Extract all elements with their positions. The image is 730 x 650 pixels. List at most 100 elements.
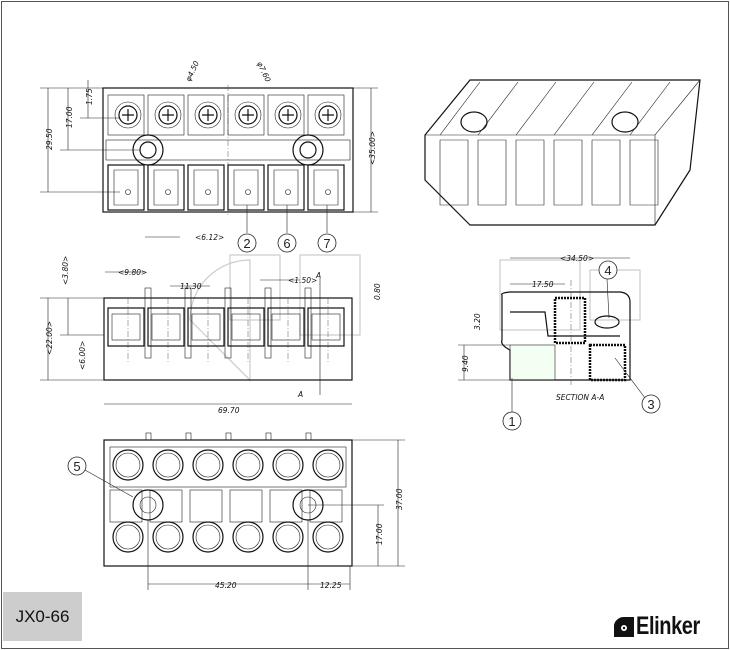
callout-3: 3 [614,357,661,414]
callout-6: 6 [277,205,297,253]
dim-top-1: 1.75 [85,88,94,105]
bottom-circle-top [232,449,264,481]
isometric-view [424,79,701,226]
wire-entry [107,307,145,347]
iso-terminal [591,81,633,206]
bottom-view [103,432,353,567]
bottom-circle-bottom-inner [115,524,141,550]
bottom-circle-top [312,449,344,481]
screw-ring [114,101,142,129]
dim-section-1: <34.50> [560,254,594,263]
dim-bottom-4: 12.25 [320,581,342,590]
terminal-hole [245,189,251,195]
front-view [103,278,353,395]
dim-top-3: 29.50 [45,128,54,150]
brand-name: Elinker [636,612,700,640]
bottom-slot [269,489,303,523]
dim-bottom-3: 45.20 [215,581,237,590]
front-divider [144,287,152,359]
bottom-pin [265,432,272,441]
wire-entry [147,307,185,347]
bottom-mounting-hole [139,496,157,514]
bottom-circle-bottom-inner [315,524,341,550]
bottom-circle-bottom [232,521,264,553]
bottom-circle-bottom-inner [235,524,261,550]
screw-cell [147,94,185,136]
dim-front-5: 0.80 [373,283,382,300]
dim-front-3: 11.30 [180,282,202,291]
bottom-circle-bottom [312,521,344,553]
dim-bottom-2: 17.00 [375,523,384,545]
dim-front-2: <3.80> [61,256,70,285]
dim-top-4: <35.00> [368,131,377,165]
bottom-circle-bottom-inner [195,524,221,550]
screw-head [318,105,338,125]
top-view [102,85,354,216]
brand-logo: Elinker [612,612,716,641]
bottom-circle-bottom [112,521,144,553]
bottom-circle-bottom [152,521,184,553]
bottom-circle-bottom [192,521,224,553]
front-divider [184,287,192,359]
screw-slot-icon [322,109,334,121]
svg-text:4: 4 [604,263,611,278]
screw-head [118,105,138,125]
screw-ring [274,101,302,129]
screw-cell [307,94,345,136]
screw-slot-icon [202,109,214,121]
callout-1: 1 [502,378,522,431]
callout-7: 7 [317,205,337,253]
model-number-label: JX0-66 [3,592,82,641]
screw-ring [154,101,182,129]
svg-text:5: 5 [73,459,80,474]
terminal-hole [165,189,171,195]
terminal-tab [193,169,219,206]
bottom-circle-bottom [272,521,304,553]
iso-terminal [553,81,595,206]
front-divider [304,287,312,359]
bottom-circle-top-inner [275,452,301,478]
iso-terminal [515,81,557,206]
callout-4: 4 [598,260,618,319]
mounting-hole-inner [299,141,317,159]
svg-text:1: 1 [508,414,515,429]
dim-section-4: 9.40 [461,355,470,372]
screw-ring [194,101,222,129]
screw-cell [187,94,225,136]
screw-cell [227,94,265,136]
iso-terminal [439,81,481,206]
bottom-pin [305,432,312,441]
svg-text:3: 3 [647,397,654,412]
wire-opening [231,313,261,341]
terminal-hole [325,189,331,195]
iso-terminal [629,81,671,206]
bottom-pin [225,432,232,441]
dim-section-3: 3.20 [473,313,482,330]
screw-ring [314,101,342,129]
dim-top-2: 17.00 [65,106,74,128]
terminal-tab [313,169,339,206]
bottom-circle-top-inner [115,452,141,478]
wire-opening [191,313,221,341]
wire-entry [307,307,345,347]
dim-section-2: 17.50 [532,280,554,289]
wire-opening [271,313,301,341]
bottom-slot [189,489,223,523]
wire-opening [311,313,341,341]
dim-front-6: <22.00> [45,321,54,355]
section-view: SECTION A-A [501,280,631,402]
bottom-circle-top-inner [235,452,261,478]
bottom-mounting-boss [132,489,164,521]
bottom-slot [309,489,343,523]
screw-slot-icon [122,109,134,121]
wire-entry [267,307,305,347]
dim-front-7: <6.00> [78,341,87,370]
terminal-tab [153,169,179,206]
screw-cell [107,94,145,136]
wire-opening [111,313,141,341]
dimension-labels: 1.75 17.00 29.50 <35.00> φ4.50 φ7.60 <6.… [45,59,594,590]
terminal-tab [273,169,299,206]
dimension-lines [40,80,630,590]
bottom-pin [145,432,152,441]
bottom-circle-top-inner [315,452,341,478]
